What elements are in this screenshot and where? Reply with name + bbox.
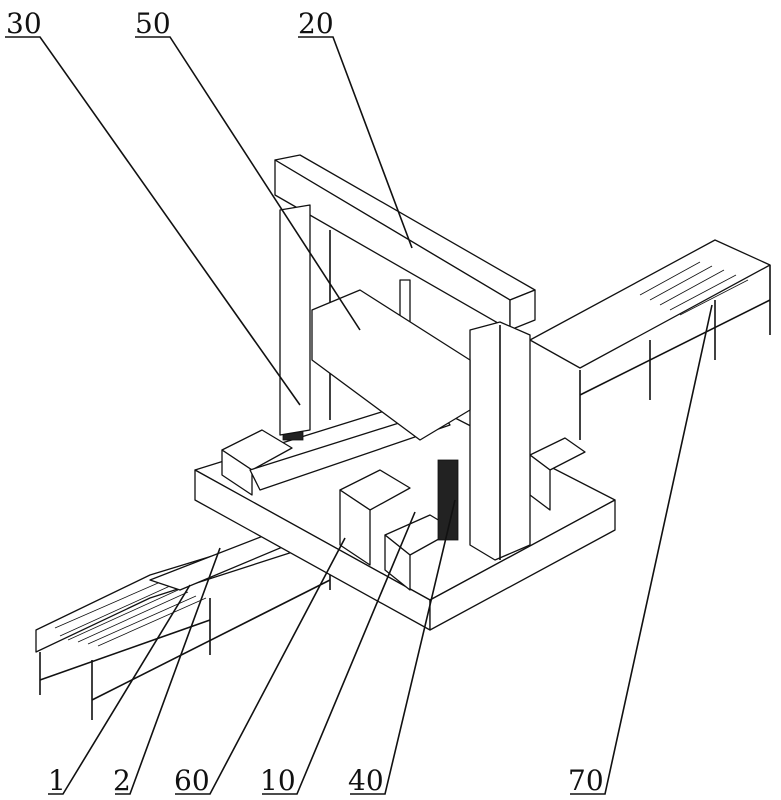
feed-mechanism bbox=[221, 359, 586, 591]
label-10: 10 bbox=[260, 764, 296, 797]
label-30: 30 bbox=[6, 7, 42, 40]
right-roller-conveyor bbox=[529, 239, 771, 440]
label-60: 60 bbox=[174, 764, 210, 797]
label-70: 70 bbox=[568, 764, 604, 797]
label-1: 1 bbox=[48, 764, 66, 797]
label-40: 40 bbox=[348, 764, 384, 797]
leader-lines bbox=[5, 36, 713, 795]
label-2: 2 bbox=[113, 764, 131, 797]
label-20: 20 bbox=[298, 7, 334, 40]
label-50: 50 bbox=[135, 7, 171, 40]
